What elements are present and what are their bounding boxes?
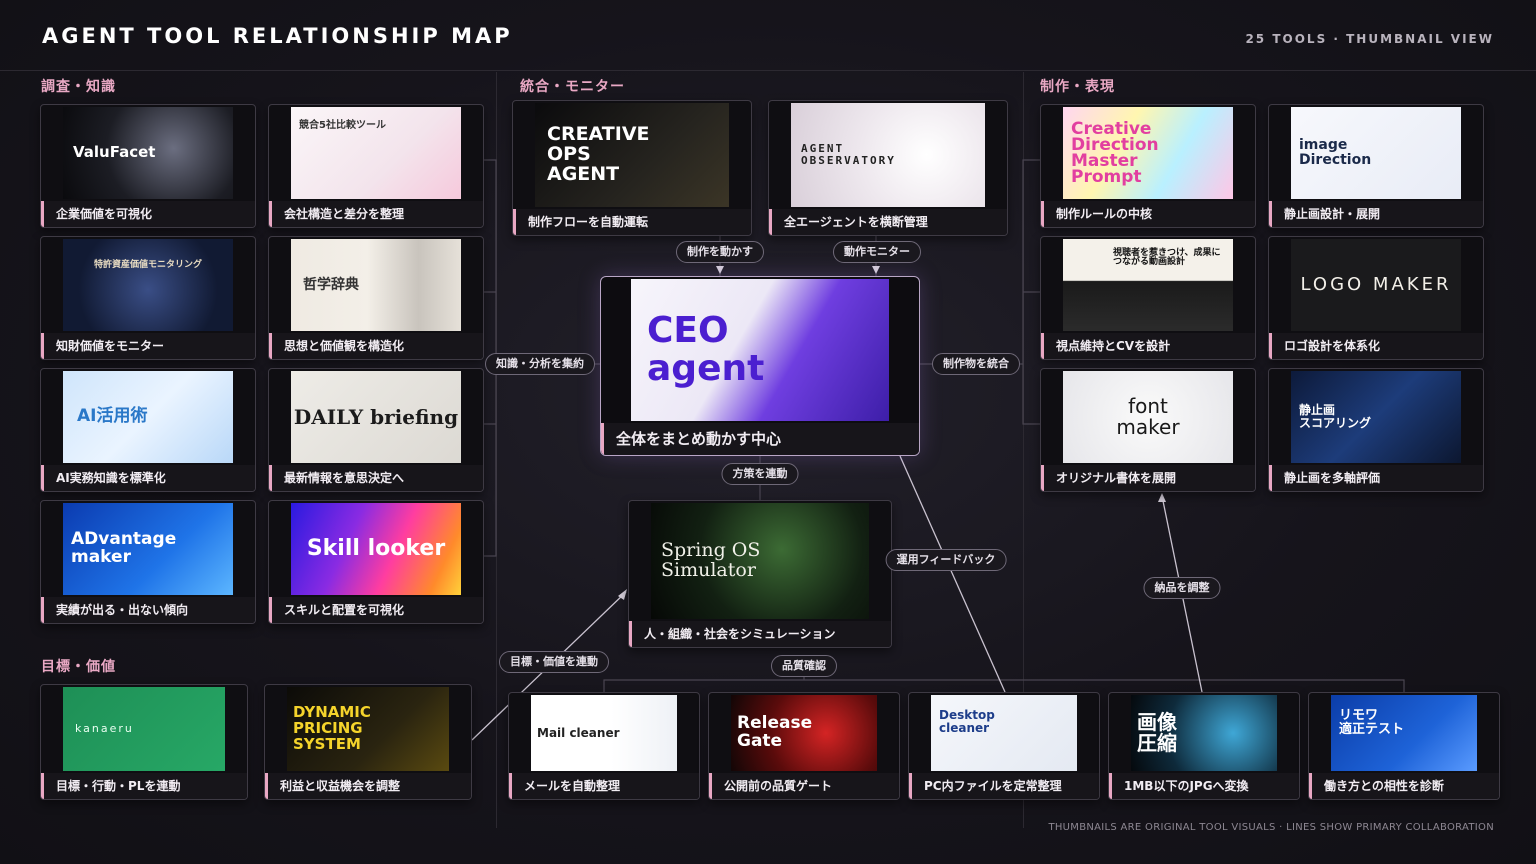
section-creation: 制作・表現 bbox=[1040, 79, 1115, 95]
thumb-label: AI活用術 bbox=[77, 406, 148, 427]
tool-caption: メールを自動整理 bbox=[509, 773, 699, 799]
tool-caption: 公開前の品質ゲート bbox=[709, 773, 899, 799]
tool-caption: 制作ルールの中核 bbox=[1041, 201, 1255, 227]
thumb-label: kanaeru bbox=[75, 722, 134, 736]
ceo-thumb-label: CEO agent bbox=[647, 310, 765, 389]
tool-card-valufacet[interactable]: ValuFacet 企業価値を可視化 bbox=[40, 104, 256, 228]
thumb-label: Mail cleaner bbox=[537, 725, 620, 740]
tool-card-competitor-compare[interactable]: 競合5社比較ツール 会社構造と差分を整理 bbox=[268, 104, 484, 228]
connection-label: 動作モニター bbox=[833, 241, 921, 263]
thumb-label: 哲学辞典 bbox=[303, 276, 359, 293]
thumb-label: 特許資産価値モニタリング bbox=[93, 260, 202, 270]
thumb-label: font maker bbox=[1116, 394, 1180, 439]
tool-card-patent-monitor[interactable]: 特許資産価値モニタリング 知財価値をモニター bbox=[40, 236, 256, 360]
tool-card-daily-briefing[interactable]: DAILY briefing 最新情報を意思決定へ bbox=[268, 368, 484, 492]
tool-caption: 思想と価値観を構造化 bbox=[269, 333, 483, 359]
thumb-label: LOGO MAKER bbox=[1300, 273, 1452, 295]
tool-caption: オリジナル書体を展開 bbox=[1041, 465, 1255, 491]
tool-caption: PC内ファイルを定常整理 bbox=[909, 773, 1099, 799]
thumb-label: 静止画 スコアリング bbox=[1299, 403, 1372, 430]
thumb-label: AGENT OBSERVATORY bbox=[801, 142, 896, 167]
tool-card-release-gate[interactable]: Release Gate 公開前の品質ゲート bbox=[708, 692, 900, 800]
tool-card-kanaeru[interactable]: kanaeru 目標・行動・PLを連動 bbox=[40, 684, 248, 800]
connection-label: 品質確認 bbox=[771, 655, 837, 677]
tool-card-agent-observatory[interactable]: AGENT OBSERVATORY 全エージェントを横断管理 bbox=[768, 100, 1008, 236]
tool-caption: 制作フローを自動運転 bbox=[513, 209, 751, 235]
tool-card-image-compress[interactable]: 画像 圧縮 1MB以下のJPGへ変換 bbox=[1108, 692, 1300, 800]
page-subtitle: 25 TOOLS · THUMBNAIL VIEW bbox=[1245, 32, 1494, 46]
tool-caption: 1MB以下のJPGへ変換 bbox=[1109, 773, 1299, 799]
thumb-label: ValuFacet bbox=[73, 143, 156, 162]
tool-card-spring-os[interactable]: Spring OS Simulator 人・組織・社会をシミュレーション bbox=[628, 500, 892, 648]
tool-caption: 人・組織・社会をシミュレーション bbox=[629, 621, 891, 647]
thumb-label: Creative Direction Master Prompt bbox=[1071, 118, 1159, 188]
connection-label: 目標・価値を連動 bbox=[499, 651, 609, 673]
tool-caption: 目標・行動・PLを連動 bbox=[41, 773, 247, 799]
column-divider-right bbox=[1023, 72, 1024, 828]
tool-card-logo-maker[interactable]: LOGO MAKER ロゴ設計を体系化 bbox=[1268, 236, 1484, 360]
tool-caption: 最新情報を意思決定へ bbox=[269, 465, 483, 491]
section-research: 調査・知識 bbox=[41, 79, 116, 95]
connection-label: 制作物を統合 bbox=[932, 353, 1020, 375]
tool-card-creative-ops[interactable]: CREATIVE OPS AGENT 制作フローを自動運転 bbox=[512, 100, 752, 236]
thumb-label: Desktop cleaner bbox=[939, 708, 995, 735]
page-title: AGENT TOOL RELATIONSHIP MAP bbox=[42, 24, 513, 48]
tool-card-font-maker[interactable]: font maker オリジナル書体を展開 bbox=[1040, 368, 1256, 492]
tool-card-advantage-maker[interactable]: ADvantage maker 実績が出る・出ない傾向 bbox=[40, 500, 256, 624]
thumb-label: Spring OS Simulator bbox=[661, 539, 761, 581]
tool-caption: 全エージェントを横断管理 bbox=[769, 209, 1007, 235]
tool-caption: 会社構造と差分を整理 bbox=[269, 201, 483, 227]
connection-label: 方策を連動 bbox=[721, 463, 799, 485]
section-goals: 目標・価値 bbox=[41, 659, 116, 675]
thumb-label: 競合5社比較ツール bbox=[299, 120, 386, 131]
thumb-label: CREATIVE OPS AGENT bbox=[547, 123, 650, 185]
connection-label: 納品を調整 bbox=[1143, 577, 1221, 599]
thumb-label: Release Gate bbox=[737, 713, 813, 751]
thumb-label: DYNAMIC PRICING SYSTEM bbox=[293, 703, 371, 753]
tool-card-remote-fit-test[interactable]: リモワ 適正テスト 働き方との相性を診断 bbox=[1308, 692, 1500, 800]
thumb-label: ADvantage maker bbox=[71, 529, 177, 567]
tool-caption: ロゴ設計を体系化 bbox=[1269, 333, 1483, 359]
tool-caption: 実績が出る・出ない傾向 bbox=[41, 597, 255, 623]
ceo-agent-hub[interactable]: CEO agent 全体をまとめ動かす中心 bbox=[600, 276, 920, 456]
connection-label: 制作を動かす bbox=[676, 241, 764, 263]
thumb-label: 視聴者を惹きつけ、成果につながる動画設計 bbox=[1113, 248, 1221, 268]
footer-note: THUMBNAILS ARE ORIGINAL TOOL VISUALS · L… bbox=[1048, 822, 1494, 833]
tool-caption: スキルと配置を可視化 bbox=[269, 597, 483, 623]
tool-card-video-design[interactable]: 視聴者を惹きつけ、成果につながる動画設計 視点維持とCVを設計 bbox=[1040, 236, 1256, 360]
tool-card-skill-looker[interactable]: Skill looker スキルと配置を可視化 bbox=[268, 500, 484, 624]
tool-caption: 利益と収益機会を調整 bbox=[265, 773, 471, 799]
thumb-label: image Direction bbox=[1299, 137, 1372, 168]
tool-caption: 企業価値を可視化 bbox=[41, 201, 255, 227]
thumb-label: 画像 圧縮 bbox=[1137, 710, 1177, 755]
thumb-label: DAILY briefing bbox=[293, 404, 459, 429]
tool-card-ai-katsuyo[interactable]: AI活用術 AI実務知識を標準化 bbox=[40, 368, 256, 492]
tool-card-image-direction[interactable]: image Direction 静止画設計・展開 bbox=[1268, 104, 1484, 228]
thumb-label: リモワ 適正テスト bbox=[1339, 708, 1405, 737]
tool-caption: 静止画設計・展開 bbox=[1269, 201, 1483, 227]
section-integration: 統合・モニター bbox=[520, 79, 625, 95]
tool-card-dynamic-pricing[interactable]: DYNAMIC PRICING SYSTEM 利益と収益機会を調整 bbox=[264, 684, 472, 800]
tool-caption: 知財価値をモニター bbox=[41, 333, 255, 359]
tool-card-desktop-cleaner[interactable]: Desktop cleaner PC内ファイルを定常整理 bbox=[908, 692, 1100, 800]
connection-label: 運用フィードバック bbox=[885, 549, 1007, 571]
ceo-caption: 全体をまとめ動かす中心 bbox=[601, 423, 919, 455]
tool-caption: 静止画を多軸評価 bbox=[1269, 465, 1483, 491]
tool-card-philosophy-dict[interactable]: 哲学辞典 思想と価値観を構造化 bbox=[268, 236, 484, 360]
header-divider bbox=[0, 70, 1536, 71]
tool-card-creative-direction[interactable]: Creative Direction Master Prompt 制作ルールの中… bbox=[1040, 104, 1256, 228]
connection-label: 知識・分析を集約 bbox=[485, 353, 595, 375]
tool-card-still-scoring[interactable]: 静止画 スコアリング 静止画を多軸評価 bbox=[1268, 368, 1484, 492]
tool-card-mail-cleaner[interactable]: Mail cleaner メールを自動整理 bbox=[508, 692, 700, 800]
tool-caption: 働き方との相性を診断 bbox=[1309, 773, 1499, 799]
tool-caption: AI実務知識を標準化 bbox=[41, 465, 255, 491]
thumb-label: Skill looker bbox=[306, 536, 446, 562]
tool-caption: 視点維持とCVを設計 bbox=[1041, 333, 1255, 359]
